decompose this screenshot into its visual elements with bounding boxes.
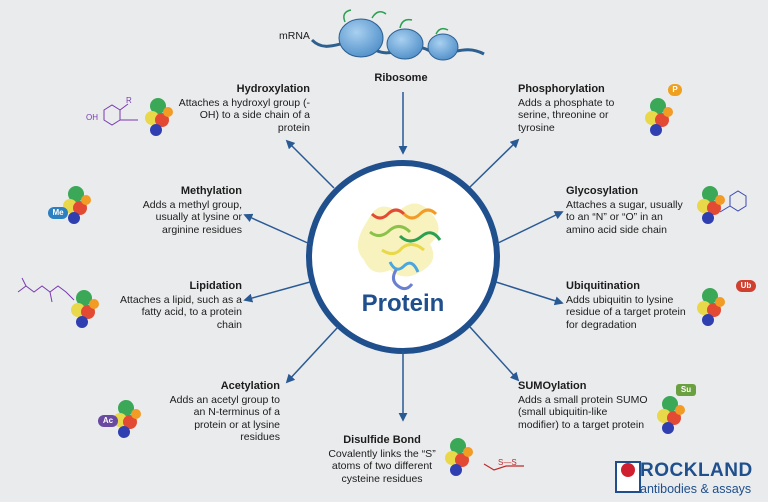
phosphorylation-block: Phosphorylation Adds a phosphate to seri… <box>518 83 636 134</box>
glycosylation-block: Glycosylation Attaches a sugar, usually … <box>566 185 692 236</box>
sumoylation-desc: Adds a small protein SUMO (small ubiquit… <box>518 393 648 431</box>
acetylation-desc: Adds an acetyl group to an N-terminus of… <box>169 393 280 444</box>
disulfide-label: S—S <box>498 458 517 467</box>
methylation-title: Methylation <box>180 185 242 197</box>
ubiquitination-desc: Adds ubiquitin to lysine residue of a ta… <box>566 293 686 331</box>
lipidation-block: Lipidation Attaches a lipid, such as a f… <box>118 280 242 331</box>
disulfide-block: Disulfide Bond Covalently links the “S” … <box>320 434 444 485</box>
glycosylation-desc: Attaches a sugar, usually to an “N” or “… <box>566 198 683 236</box>
pathway-arrows <box>243 92 564 422</box>
hydroxylation-title: Hydroxylation <box>236 83 310 95</box>
sumoylation-block: SUMOylation Adds a small protein SUMO (s… <box>518 380 648 431</box>
methylation-block: Methylation Adds a methyl group, usually… <box>118 185 242 236</box>
ubiquitination-block: Ubiquitination Adds ubiquitin to lysine … <box>566 280 692 331</box>
phosphorylation-title: Phosphorylation <box>518 83 605 95</box>
hydroxylation-desc: Attaches a hydroxyl group (-OH) to a sid… <box>178 96 310 134</box>
sumo-badge: Su <box>676 384 696 396</box>
oh-label: OH <box>86 113 98 122</box>
acetylation-title: Acetylation <box>220 380 280 392</box>
rockland-logo-icon <box>615 461 641 493</box>
lipidation-desc: Attaches a lipid, such as a fatty acid, … <box>120 293 242 331</box>
ribosome-label: Ribosome <box>374 72 428 84</box>
hydroxyl-chem-icon <box>103 103 138 126</box>
ubiquitination-title: Ubiquitination <box>566 280 640 292</box>
disulfide-title: Disulfide Bond <box>343 434 421 446</box>
protein-label: Protein <box>361 290 445 317</box>
lipid-chain-icon <box>17 277 75 303</box>
acetylation-block: Acetylation Adds an acetyl group to an N… <box>160 380 280 444</box>
hydroxylation-block: Hydroxylation Attaches a hydroxyl group … <box>172 83 310 134</box>
phosphorylation-desc: Adds a phosphate to serine, threonine or… <box>518 96 615 134</box>
ubiquitin-badge: Ub <box>736 280 756 292</box>
lipidation-title: Lipidation <box>189 280 242 292</box>
sugar-chem-icon <box>719 190 747 213</box>
ribosome-icon <box>338 9 459 61</box>
r-label: R <box>126 96 132 105</box>
mrna-label: mRNA <box>279 30 310 42</box>
sumoylation-title: SUMOylation <box>518 380 587 392</box>
glycosylation-title: Glycosylation <box>566 185 639 197</box>
logo-name: ROCKLAND <box>640 460 753 481</box>
protein-structure-icon <box>357 203 442 291</box>
methyl-badge: Me <box>48 207 68 219</box>
phosphate-badge: P <box>668 84 682 96</box>
logo-tagline: antibodies & assays <box>640 482 752 496</box>
rockland-logo: ROCKLAND antibodies & assays <box>612 458 768 502</box>
disulfide-bond-icon <box>483 463 524 471</box>
methylation-desc: Adds a methyl group, usually at lysine o… <box>142 198 242 236</box>
acetyl-badge: Ac <box>98 415 118 427</box>
disulfide-desc: Covalently links the “S” atoms of two di… <box>328 447 436 485</box>
